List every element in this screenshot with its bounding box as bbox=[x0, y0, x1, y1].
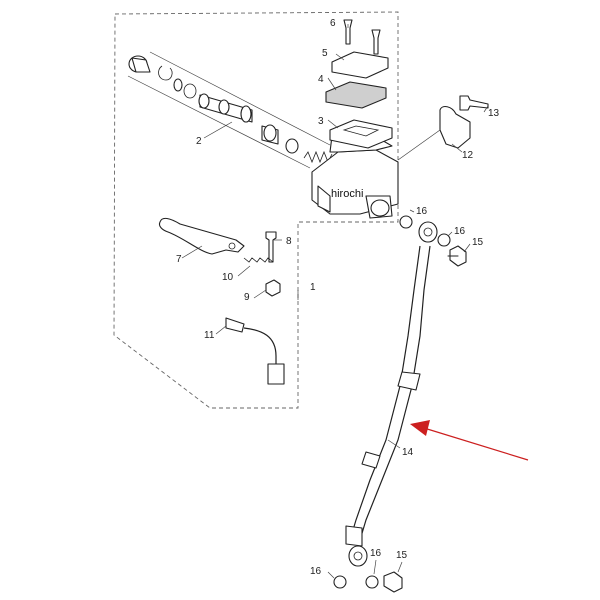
pointer-arrow-shaft bbox=[423, 427, 529, 461]
callout-11: 11 bbox=[204, 330, 215, 341]
union-bolt bbox=[447, 245, 467, 267]
lever-spring bbox=[243, 257, 274, 263]
callout-7: 7 bbox=[176, 254, 182, 265]
brake-lever bbox=[158, 217, 245, 255]
assembly-boundary bbox=[113, 11, 399, 409]
piston-kit bbox=[127, 51, 333, 169]
callout-12: 12 bbox=[462, 150, 474, 161]
diaphragm bbox=[329, 119, 393, 149]
watermark-text: hirochi bbox=[331, 188, 363, 200]
reservoir-cap bbox=[331, 51, 389, 79]
cap-screw bbox=[343, 19, 353, 45]
brake-light-switch bbox=[225, 317, 245, 333]
callout-6: 6 bbox=[330, 18, 336, 29]
callout-16-lower-right: 16 bbox=[370, 548, 382, 559]
callout-8: 8 bbox=[286, 236, 292, 247]
callout-15-lower: 15 bbox=[396, 550, 408, 561]
copper-washer bbox=[399, 215, 413, 229]
callout-16-right: 16 bbox=[454, 226, 466, 237]
callout-9: 9 bbox=[244, 292, 250, 303]
copper-washer bbox=[333, 575, 347, 589]
holder-bolt bbox=[459, 95, 489, 111]
callout-16-lower-left: 16 bbox=[310, 566, 322, 577]
callout-5: 5 bbox=[322, 48, 328, 59]
copper-washer bbox=[365, 575, 379, 589]
callout-13: 13 bbox=[488, 108, 500, 119]
switch-connector bbox=[267, 363, 285, 385]
callout-10: 10 bbox=[222, 272, 234, 283]
callout-15-upper: 15 bbox=[472, 237, 484, 248]
master-cylinder-body bbox=[311, 131, 399, 219]
union-bolt bbox=[383, 571, 403, 593]
master-cylinder-holder bbox=[439, 105, 471, 149]
cap-screw bbox=[371, 29, 381, 55]
callout-16-top: 16 bbox=[416, 206, 428, 217]
callout-1: 1 bbox=[310, 282, 316, 293]
diaphragm-holder bbox=[325, 81, 387, 109]
copper-washer bbox=[437, 233, 451, 247]
callout-14: 14 bbox=[402, 447, 414, 458]
callout-3: 3 bbox=[318, 116, 324, 127]
callout-4: 4 bbox=[318, 74, 324, 85]
lever-pivot-bolt bbox=[265, 231, 277, 263]
pointer-arrow-head bbox=[410, 420, 430, 436]
callout-2: 2 bbox=[196, 136, 202, 147]
brake-hose bbox=[345, 221, 438, 567]
lever-nut bbox=[265, 279, 281, 297]
